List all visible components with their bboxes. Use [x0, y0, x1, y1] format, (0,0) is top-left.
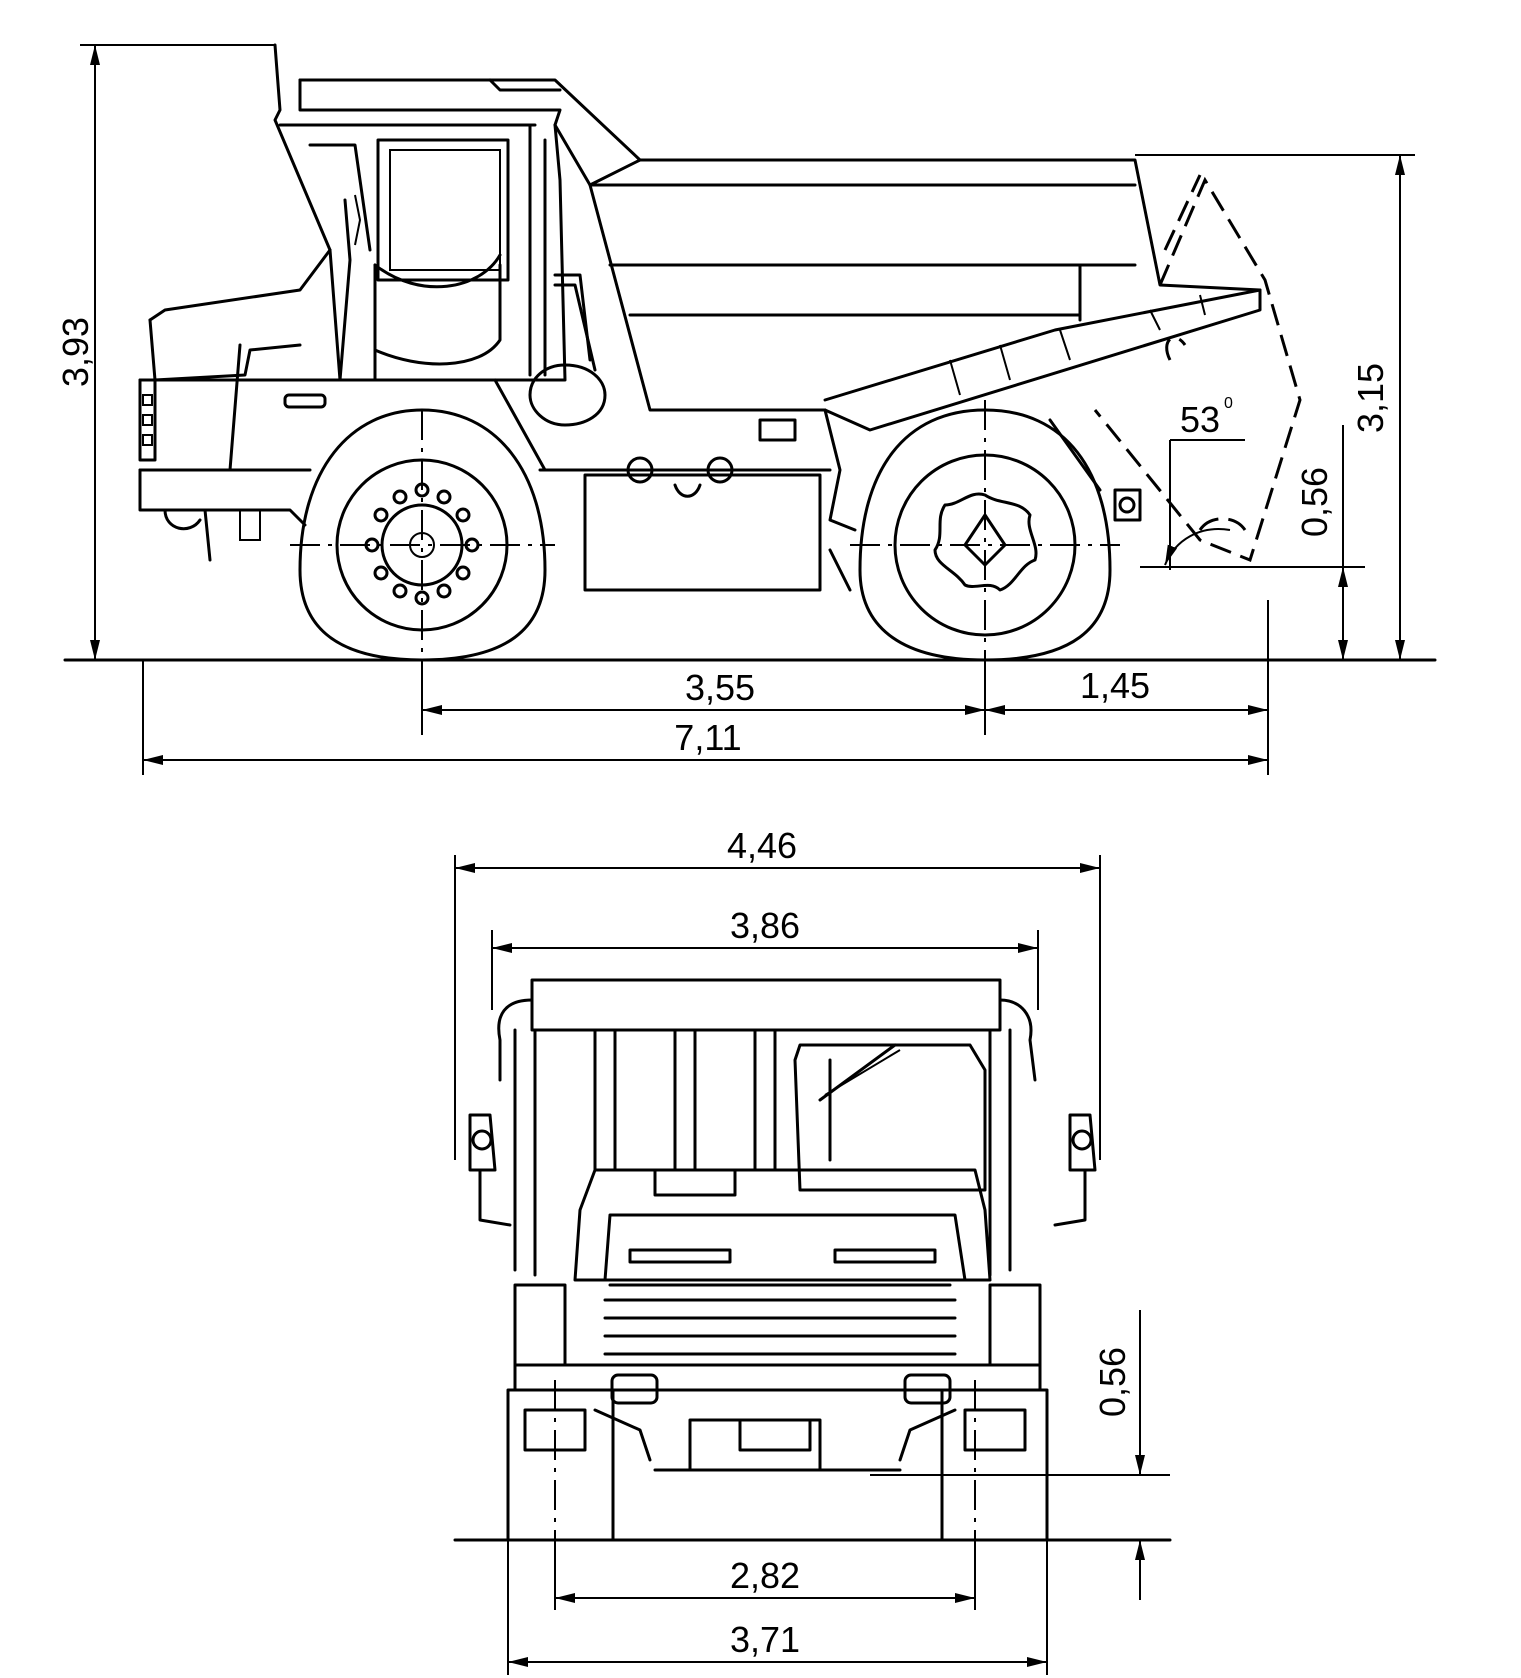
dim-front-track: 2,82 — [554, 1540, 976, 1610]
dim-body-height: 3,15 — [1135, 154, 1415, 660]
dim-wheelbase: 3,55 1,45 — [421, 600, 1269, 775]
frame-and-tank — [538, 408, 1142, 592]
dim-front-tire-width: 3,71 — [507, 1540, 1048, 1675]
dim-label-angle-unit: 0 — [1224, 395, 1233, 412]
dim-label-3-15: 3,15 — [1350, 363, 1391, 433]
dim-tip-angle: 53 0 — [1164, 395, 1245, 570]
side-view: 3,93 3,15 0,56 53 0 — [55, 43, 1437, 775]
dim-label-3-93: 3,93 — [55, 317, 96, 387]
dim-overall-length: 7,11 — [142, 660, 1268, 775]
engine-hood — [138, 248, 582, 562]
front-cab — [513, 1028, 1012, 1277]
dim-label-3-71: 3,71 — [730, 1619, 800, 1660]
dim-label-angle: 53 — [1180, 399, 1220, 440]
dim-front-body-width: 3,86 — [491, 905, 1039, 1010]
front-grille — [513, 1168, 1042, 1405]
front-wheel-bolts — [364, 482, 480, 606]
dim-label-2-82: 2,82 — [730, 1555, 800, 1596]
dim-label-3-86: 3,86 — [730, 905, 800, 946]
dim-label-side-0-56: 0,56 — [1294, 467, 1335, 537]
dim-label-7-11: 7,11 — [674, 717, 741, 758]
front-wheels — [506, 1380, 1049, 1545]
front-view: 4,46 3,86 0,56 2,82 3,71 — [453, 825, 1172, 1675]
dim-front-total-width: 4,46 — [454, 825, 1101, 1160]
dim-side-clearance: 0,56 — [1140, 425, 1365, 660]
dim-label-1-45: 1,45 — [1080, 665, 1150, 706]
cab — [273, 43, 592, 382]
dim-front-clearance: 0,56 — [870, 1310, 1170, 1600]
dim-label-3-55: 3,55 — [685, 667, 755, 708]
front-wheel — [290, 408, 555, 665]
dim-total-height: 3,93 — [55, 44, 275, 660]
raised-body-outline — [1093, 174, 1302, 562]
rear-wheel — [850, 400, 1120, 665]
dim-label-4-46: 4,46 — [727, 825, 797, 866]
dump-body — [298, 78, 1262, 432]
front-canopy — [530, 978, 1002, 1032]
dim-label-front-0-56: 0,56 — [1092, 1347, 1133, 1417]
front-mirrors — [468, 1113, 1097, 1227]
